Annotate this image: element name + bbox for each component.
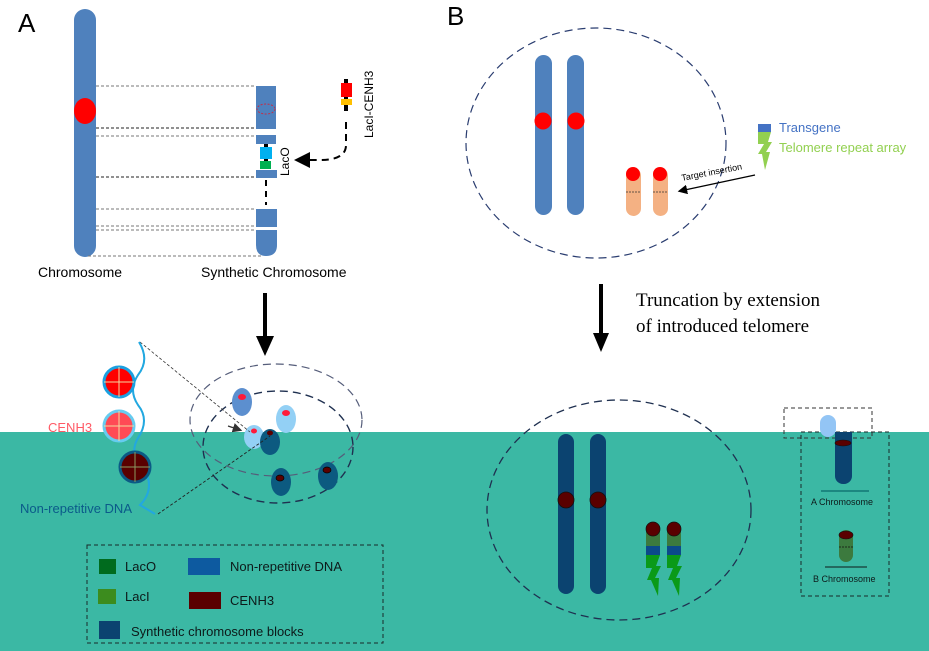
ab-chromosome-box: A Chromosome B Chromosome — [783, 407, 890, 597]
panel-b-letter: B — [447, 1, 464, 31]
laco-green-block — [260, 161, 271, 169]
legend-label-non-repetitive-dna: Non-repetitive DNA — [230, 559, 342, 574]
synthetic-chromosome — [256, 86, 277, 256]
laco-label: LacO — [278, 147, 292, 176]
synthetic-chromosome-label: Synthetic Chromosome — [201, 264, 347, 280]
legend-swatch-non-repetitive-dna — [188, 558, 220, 575]
nucleus-b-bottom — [486, 399, 752, 621]
nucleus-b-top — [465, 27, 756, 259]
legend-swatch-laco — [99, 559, 116, 574]
down-arrow-b — [593, 284, 609, 352]
a-chromosome-label: A Chromosome — [811, 497, 873, 507]
panel-a-letter: A — [18, 8, 36, 38]
teal-overlay-band — [0, 432, 929, 651]
legend-swatch-synthetic-blocks — [99, 621, 120, 639]
truncation-text-line1: Truncation by extension — [636, 290, 821, 311]
legend-label-synthetic-blocks: Synthetic chromosome blocks — [131, 624, 304, 639]
centromere — [74, 98, 96, 124]
down-arrow-a — [256, 293, 274, 356]
legend-a: LacO Non-repetitive DNA LacI CENH3 Synth… — [86, 544, 384, 644]
laci-cenh3-construct — [294, 79, 352, 168]
cenh3-bead-string — [102, 341, 156, 515]
chromosome-arm — [74, 9, 96, 257]
chromosome-label: Chromosome — [38, 264, 122, 280]
non-repetitive-dna-label: Non-repetitive DNA — [20, 501, 132, 516]
b-chromosome-label: B Chromosome — [813, 574, 876, 584]
natural-chromosome — [74, 9, 96, 257]
legend-label-cenh3: CENH3 — [230, 593, 274, 608]
alignment-lines — [88, 85, 262, 257]
truncation-text-line2: of introduced telomere — [636, 316, 809, 337]
cenh3-label: CENH3 — [48, 420, 92, 435]
legend-swatch-laci — [98, 589, 116, 604]
laco-blue-block — [260, 147, 272, 159]
transgene-telomere-icon — [758, 124, 772, 170]
legend-label-laco: LacO — [125, 559, 156, 574]
laci-cenh3-label: LacI-CENH3 — [362, 70, 376, 138]
nucleus-a — [139, 341, 363, 515]
legend-label-laci: LacI — [125, 589, 150, 604]
telomere-repeat-label: Telomere repeat array — [779, 140, 907, 155]
legend-swatch-cenh3 — [189, 592, 221, 609]
transgene-label: Transgene — [779, 120, 841, 135]
